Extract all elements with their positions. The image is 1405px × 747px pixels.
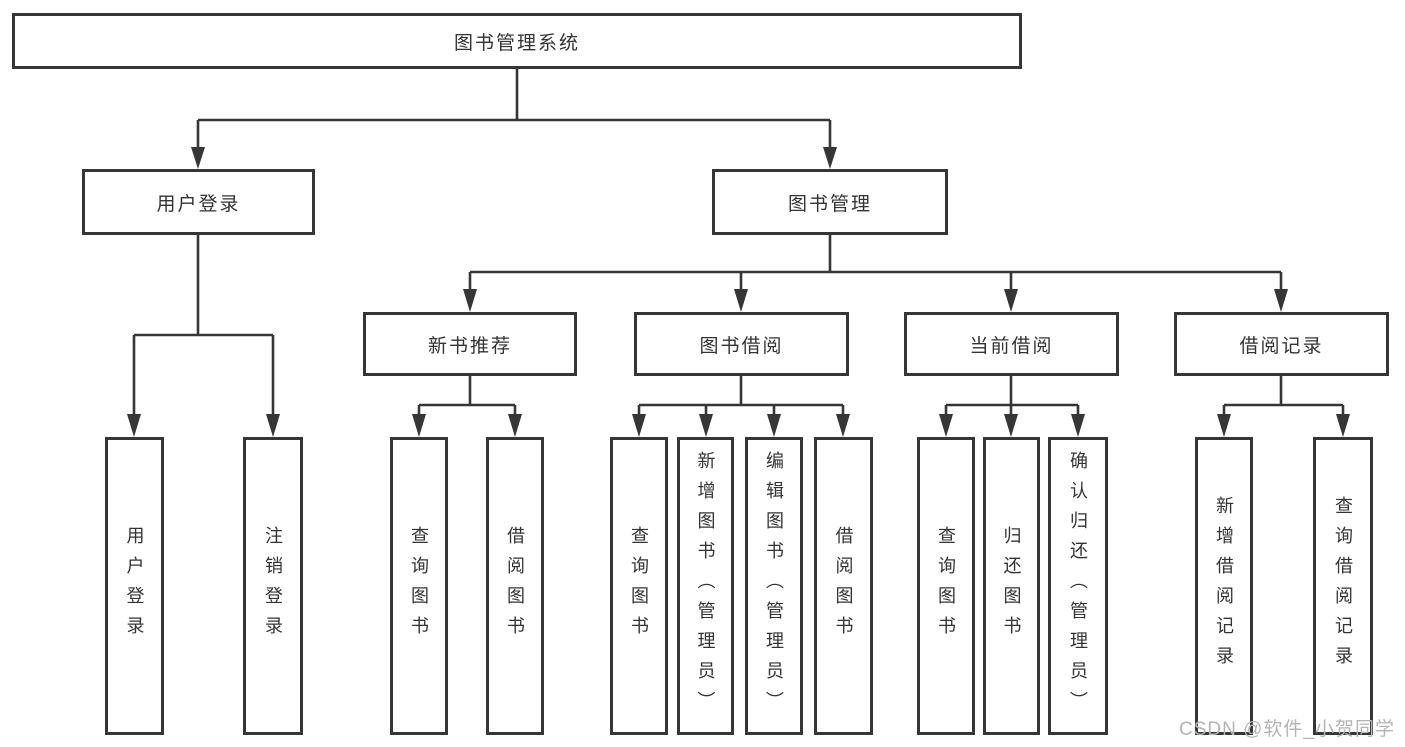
node-book-borrowing: 图书借阅 [634,312,849,376]
connector-current-borrowing-branch [939,376,1085,437]
leaf-query-books-borrowing: 查询图书 [610,437,668,735]
leaf-add-borrow-record: 新增借阅记录 [1195,437,1253,735]
connector-borrowing-records-branch [1217,376,1350,437]
leaf-query-borrow-record: 查询借阅记录 [1313,437,1373,735]
leaf-borrow-books-borrowing: 借阅图书 [814,437,873,735]
connector-book-borrowing-branch [632,376,850,437]
node-current-borrowing: 当前借阅 [904,312,1119,376]
connector-user-login-branch [127,235,280,437]
connector-new-book-recommend-branch [412,376,522,437]
leaf-query-books-recommend: 查询图书 [390,437,448,735]
node-user-login: 用户登录 [82,169,315,235]
node-new-book-recommend: 新书推荐 [363,312,577,376]
leaf-user-login: 用户登录 [105,437,164,735]
connector-root-to-level2 [191,69,837,169]
leaf-logout-login: 注销登录 [243,437,303,735]
node-library-management-system: 图书管理系统 [12,13,1022,69]
node-borrowing-records: 借阅记录 [1174,312,1389,376]
leaf-query-books-current: 查询图书 [917,437,975,735]
connector-book-management-to-level3 [463,235,1288,312]
leaf-borrow-books-recommend: 借阅图书 [486,437,544,735]
leaf-add-books-admin: 新增图书（管理员） [677,437,734,735]
leaf-confirm-return-admin: 确认归还（管理员） [1048,437,1108,735]
leaf-return-books: 归还图书 [983,437,1040,735]
csdn-watermark: CSDN @软件_小贺同学 [1179,719,1395,740]
leaf-edit-books-admin: 编辑图书（管理员） [745,437,803,735]
node-book-management: 图书管理 [712,169,948,235]
